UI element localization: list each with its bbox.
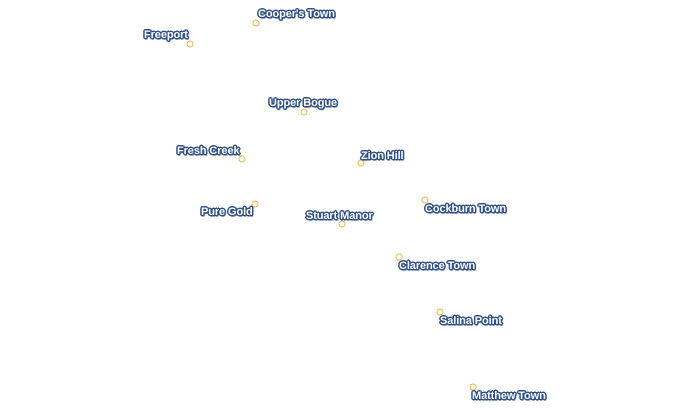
place-label-fresh-creek: Fresh Creek xyxy=(177,145,240,157)
place-marker-stuart-manor[interactable] xyxy=(338,220,346,228)
place-label-stuart-manor: Stuart Manor xyxy=(306,210,373,222)
place-marker-salina-point[interactable] xyxy=(436,308,444,316)
place-label-zion-hill: Zion Hill xyxy=(361,150,404,162)
place-marker-zion-hill[interactable] xyxy=(357,159,365,167)
place-label-matthew-town: Matthew Town xyxy=(472,390,546,402)
place-marker-matthew-town[interactable] xyxy=(469,383,477,391)
place-label-salina-point: Salina Point xyxy=(440,315,502,327)
place-marker-upper-bogue[interactable] xyxy=(300,108,308,116)
place-marker-clarence-town[interactable] xyxy=(395,253,403,261)
place-marker-cockburn-town[interactable] xyxy=(421,196,429,204)
place-label-coopers-town: Cooper's Town xyxy=(258,8,335,20)
place-marker-fresh-creek[interactable] xyxy=(238,155,246,163)
place-label-cockburn-town: Cockburn Town xyxy=(425,203,506,215)
place-marker-pure-gold[interactable] xyxy=(251,200,259,208)
place-marker-freeport[interactable] xyxy=(186,40,194,48)
place-label-clarence-town: Clarence Town xyxy=(399,260,476,272)
place-label-freeport: Freeport xyxy=(144,29,188,41)
place-label-pure-gold: Pure Gold xyxy=(201,206,253,218)
place-marker-coopers-town[interactable] xyxy=(252,19,260,27)
place-label-upper-bogue: Upper Bogue xyxy=(269,97,337,109)
